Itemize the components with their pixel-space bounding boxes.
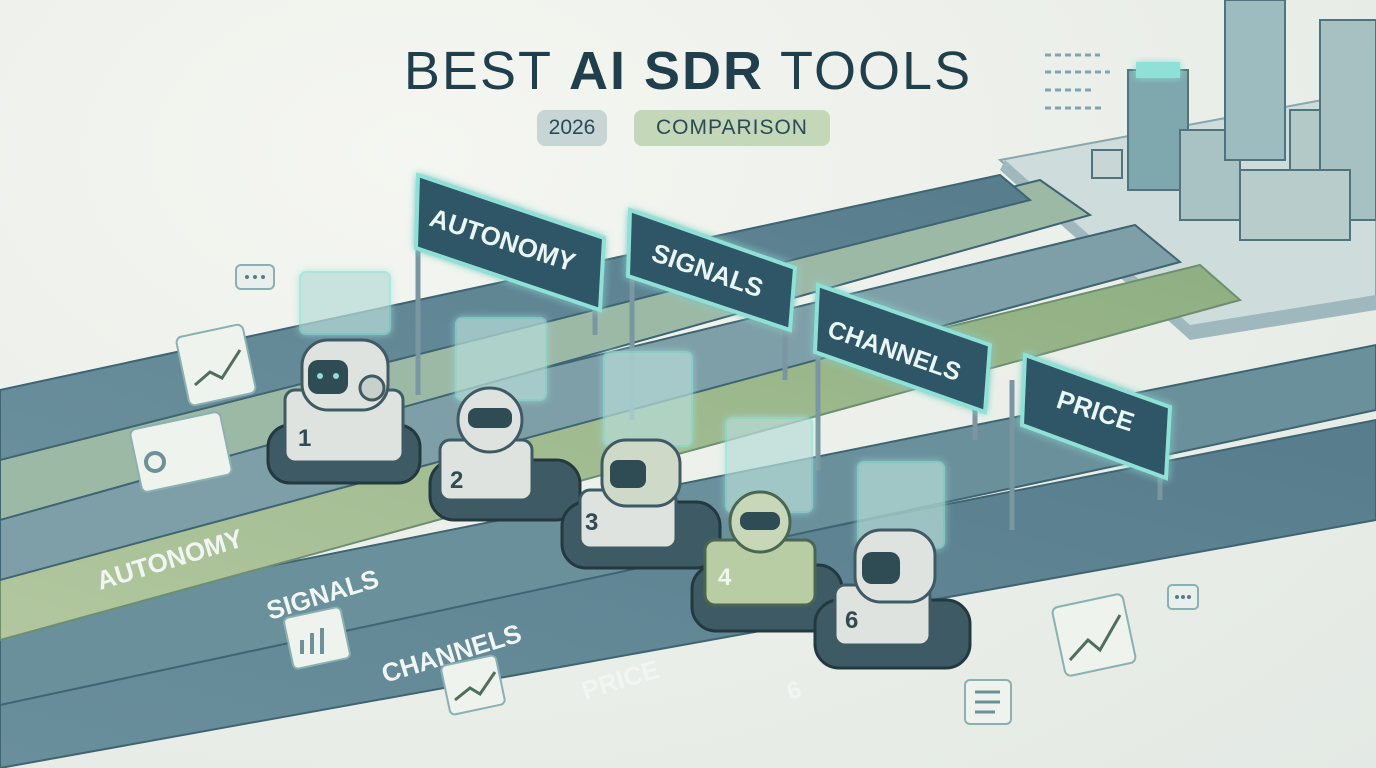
bar-card-bottom bbox=[283, 606, 351, 670]
robot-4: 4 bbox=[690, 417, 844, 633]
comparison-badge: COMPARISON bbox=[634, 110, 830, 146]
lane-label-6: 6 bbox=[784, 676, 805, 706]
robot-1: 1 bbox=[266, 271, 422, 485]
trend-chart-card-left bbox=[175, 323, 257, 407]
floating-cards bbox=[129, 53, 1199, 725]
dots-card-left bbox=[235, 264, 275, 290]
code-lines-decoration bbox=[1045, 53, 1110, 110]
page-title: BEST AI SDR TOOLS bbox=[0, 40, 1376, 102]
robot-2: 2 bbox=[428, 317, 582, 522]
sign-price: PRICE bbox=[1009, 352, 1173, 530]
robot-2-number: 2 bbox=[450, 467, 463, 494]
robot-3-hologram bbox=[603, 351, 693, 447]
robot-1-number: 1 bbox=[298, 425, 311, 452]
list-card-left bbox=[129, 411, 233, 493]
robot-3: 3 bbox=[560, 351, 722, 570]
city-buildings bbox=[997, 0, 1376, 340]
title-part-ai-sdr: AI SDR bbox=[568, 41, 764, 101]
title-part-best: BEST bbox=[403, 41, 569, 101]
robot-3-number: 3 bbox=[585, 509, 598, 536]
robot-6: 6 bbox=[813, 461, 972, 670]
signposts: AUTONOMY SIGNALS CHANNELS PRICE bbox=[413, 172, 1173, 530]
robot-6-number: 6 bbox=[845, 607, 858, 634]
title-part-tools: TOOLS bbox=[764, 41, 973, 101]
robot-2-hologram bbox=[455, 317, 547, 401]
robots: 1 2 3 bbox=[266, 271, 972, 670]
trend-card-right bbox=[1051, 593, 1137, 677]
dots-card-right bbox=[1167, 584, 1199, 610]
year-badge: 2026 bbox=[537, 110, 607, 146]
trend-card-bottom bbox=[440, 654, 506, 716]
list-card-right bbox=[964, 679, 1012, 725]
robot-4-number: 4 bbox=[718, 564, 732, 591]
robot-1-hologram bbox=[299, 271, 391, 335]
